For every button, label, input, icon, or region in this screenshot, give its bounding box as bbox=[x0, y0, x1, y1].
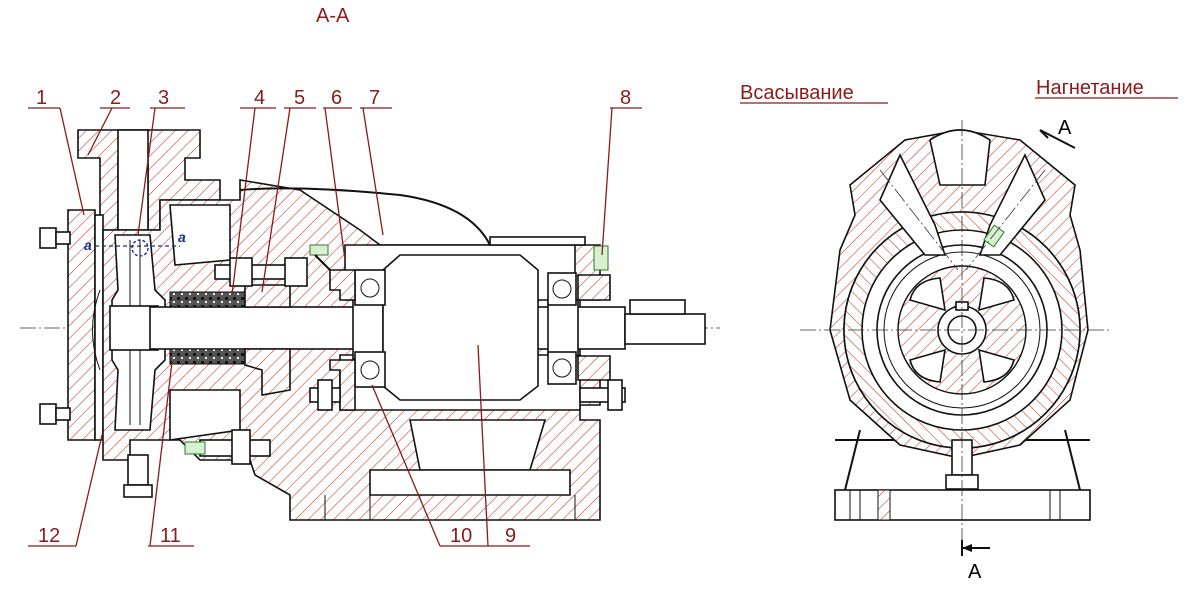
section-mark-top: А bbox=[1058, 117, 1072, 139]
shaft-sleeve bbox=[382, 254, 539, 401]
callout-1: 1 bbox=[36, 87, 47, 109]
packing-top bbox=[169, 291, 246, 308]
bearing-left bbox=[354, 269, 386, 388]
pump-end-view bbox=[740, 97, 1178, 556]
bearing-cover bbox=[329, 269, 356, 301]
callout-9: 9 bbox=[505, 525, 516, 547]
callout-10: 10 bbox=[450, 525, 472, 547]
discharge-label: Нагнетание bbox=[1036, 77, 1144, 99]
callout-8: 8 bbox=[620, 87, 631, 109]
gland bbox=[244, 284, 291, 308]
callout-3: 3 bbox=[158, 87, 169, 109]
gasket bbox=[94, 214, 104, 441]
bearing-right bbox=[547, 272, 577, 385]
callout-6: 6 bbox=[331, 87, 342, 109]
callout-4: 4 bbox=[254, 87, 265, 109]
cover-bolt-bottom bbox=[39, 403, 71, 425]
callout-2: 2 bbox=[110, 87, 121, 109]
callout-numbers: 1 2 3 4 5 6 7 8 9 10 11 12 bbox=[36, 87, 631, 547]
cover-bolt-top bbox=[39, 227, 71, 249]
detail-mark-right: a bbox=[178, 229, 186, 245]
section-title: А-А bbox=[316, 5, 350, 27]
leader-lines bbox=[28, 107, 642, 547]
callout-12: 12 bbox=[38, 525, 60, 547]
section-mark-bottom: А bbox=[968, 561, 982, 583]
callout-5: 5 bbox=[294, 87, 305, 109]
detail-mark-left: a bbox=[84, 237, 92, 253]
pump-section-view bbox=[20, 129, 720, 521]
suction-label: Всасывание bbox=[740, 82, 854, 104]
packing-bottom bbox=[169, 348, 246, 365]
callout-7: 7 bbox=[369, 87, 380, 109]
callout-11: 11 bbox=[160, 525, 181, 547]
pump-base bbox=[834, 489, 1091, 521]
